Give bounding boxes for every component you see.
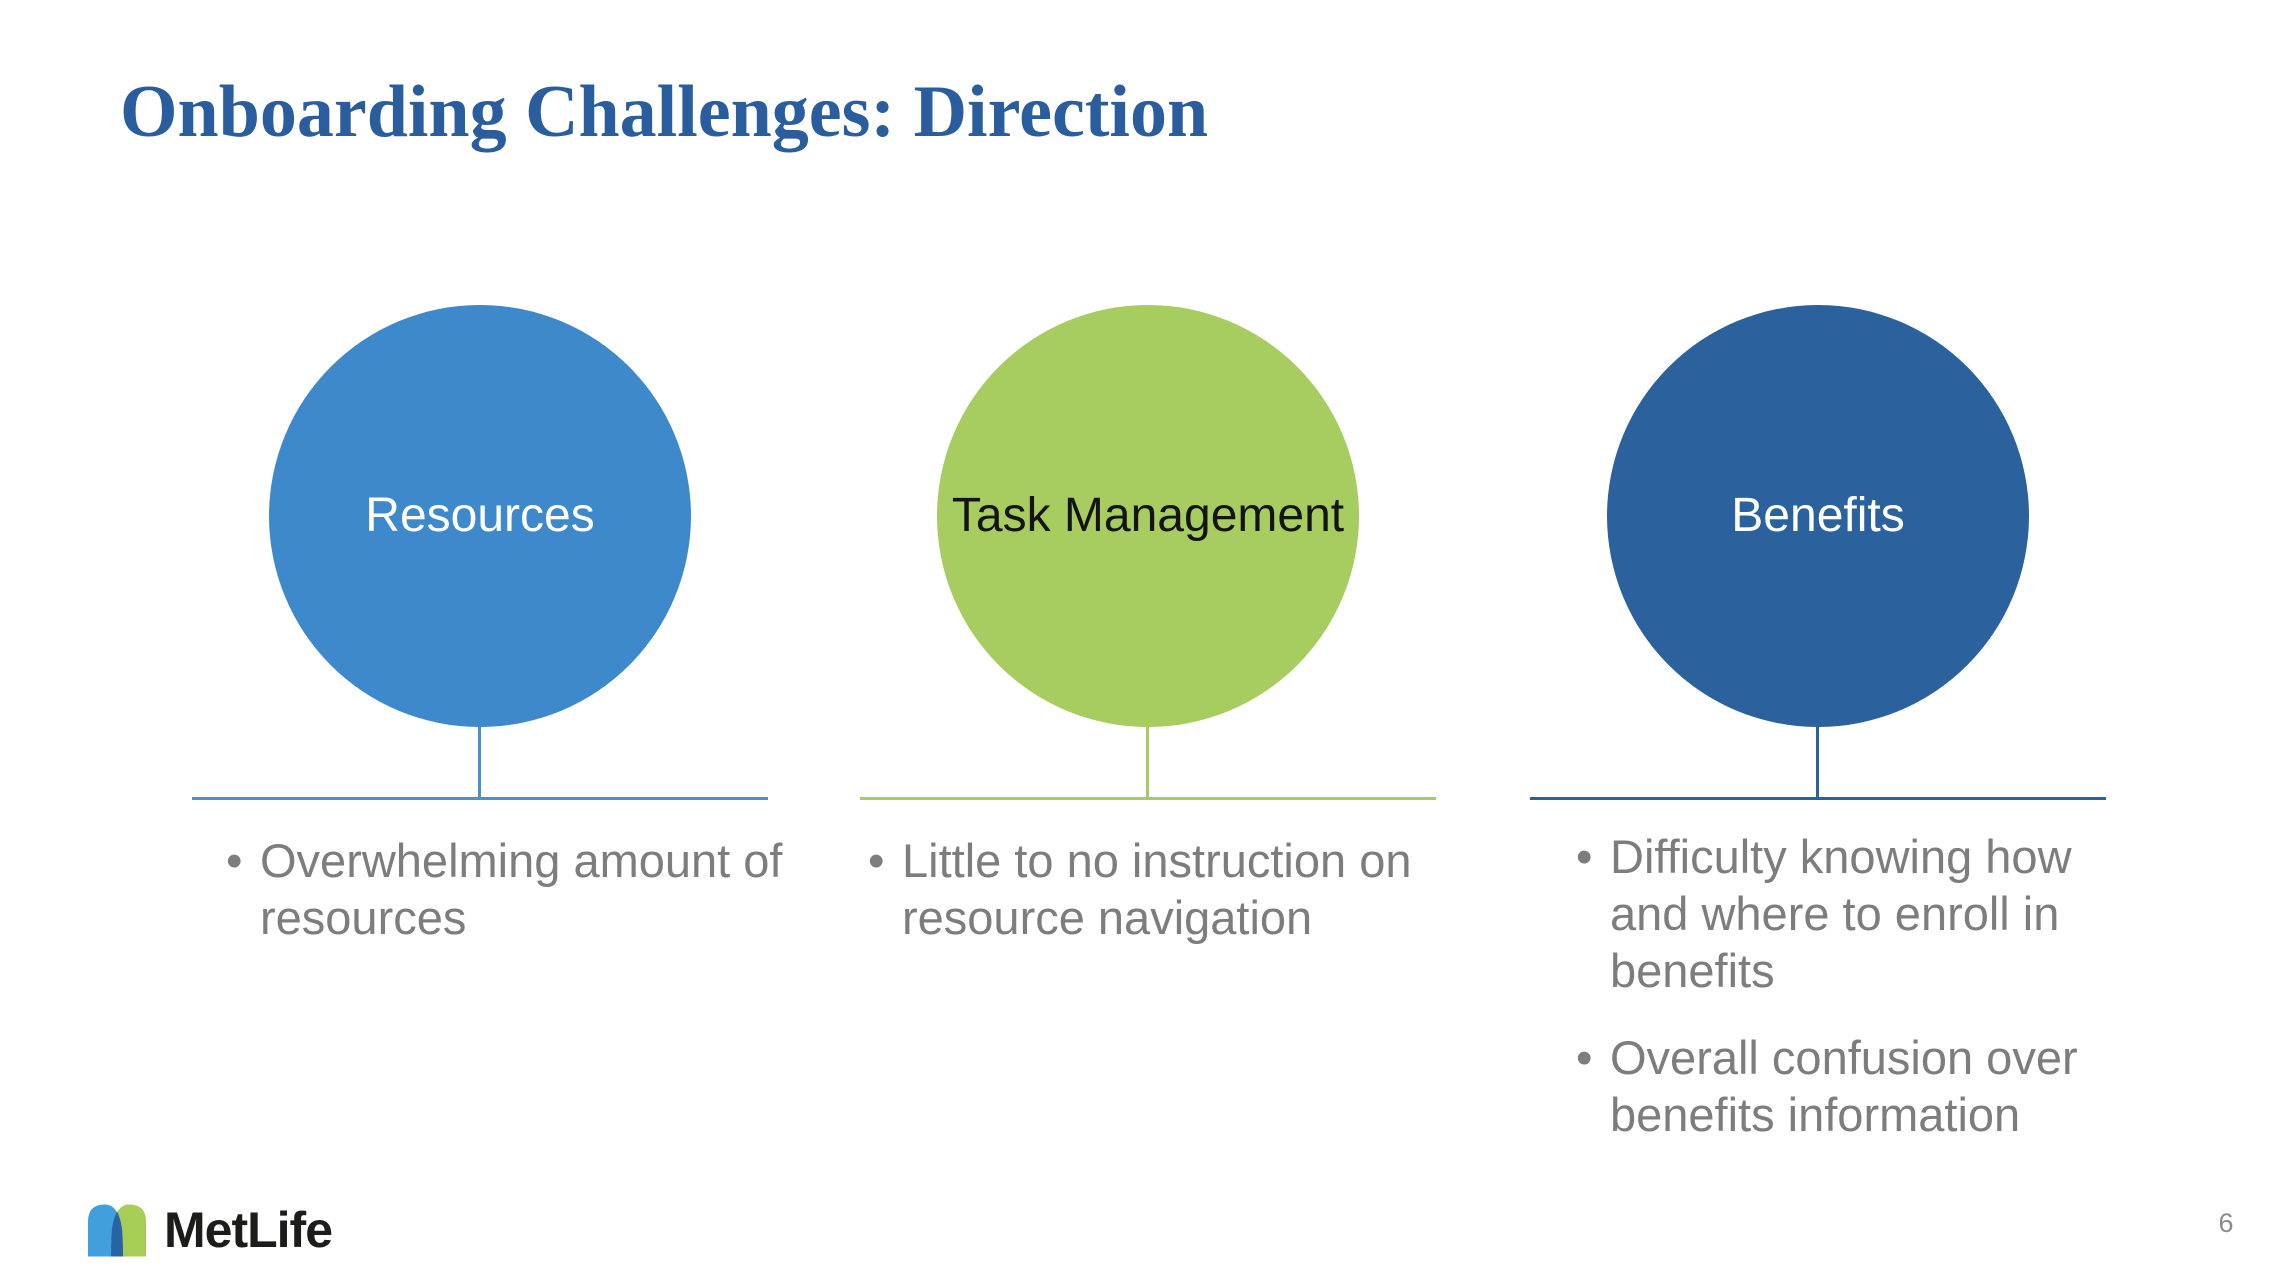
connector-vertical-benefits [1816,727,1819,799]
bullet-list-resources: • Overwhelming amount of resources [226,832,826,946]
connector-horizontal-resources [192,797,768,800]
circle-benefits: Benefits [1607,305,2029,727]
bullet-text: Overwhelming amount of resources [260,834,783,944]
list-item: • Little to no instruction on resource n… [868,832,1468,946]
bullet-marker: • [226,834,243,887]
bullet-text: Little to no instruction on resource nav… [902,834,1412,944]
bullet-text: Difficulty knowing how and where to enro… [1610,830,2072,997]
bullet-marker: • [1576,830,1593,883]
list-item: • Overwhelming amount of resources [226,832,826,946]
bullet-marker: • [868,834,885,887]
circle-benefits-label: Benefits [1731,488,1905,542]
page-number: 6 [2218,1208,2234,1238]
metlife-logo-icon [88,1204,146,1257]
connector-vertical-task-management [1146,727,1149,799]
bullet-marker: • [1576,1031,1593,1084]
metlife-wordmark: MetLife [164,1202,333,1258]
slide-title: Onboarding Challenges: Direction [120,71,1209,153]
bullet-list-benefits: • Difficulty knowing how and where to en… [1576,828,2116,1143]
bullet-text: Overall confusion over benefits informat… [1610,1031,2078,1141]
connector-horizontal-benefits [1530,797,2106,800]
list-item: • Difficulty knowing how and where to en… [1576,828,2116,999]
circle-task-management: Task Management [937,305,1359,727]
circle-resources-label: Resources [365,488,595,542]
connector-horizontal-task-management [860,797,1436,800]
metlife-logo: MetLife [87,1202,333,1258]
list-item: • Overall confusion over benefits inform… [1576,1029,2116,1143]
connector-vertical-resources [478,727,481,799]
bullet-list-task-management: • Little to no instruction on resource n… [868,832,1468,946]
circle-resources: Resources [269,305,691,727]
circle-task-management-label: Task Management [951,488,1345,542]
